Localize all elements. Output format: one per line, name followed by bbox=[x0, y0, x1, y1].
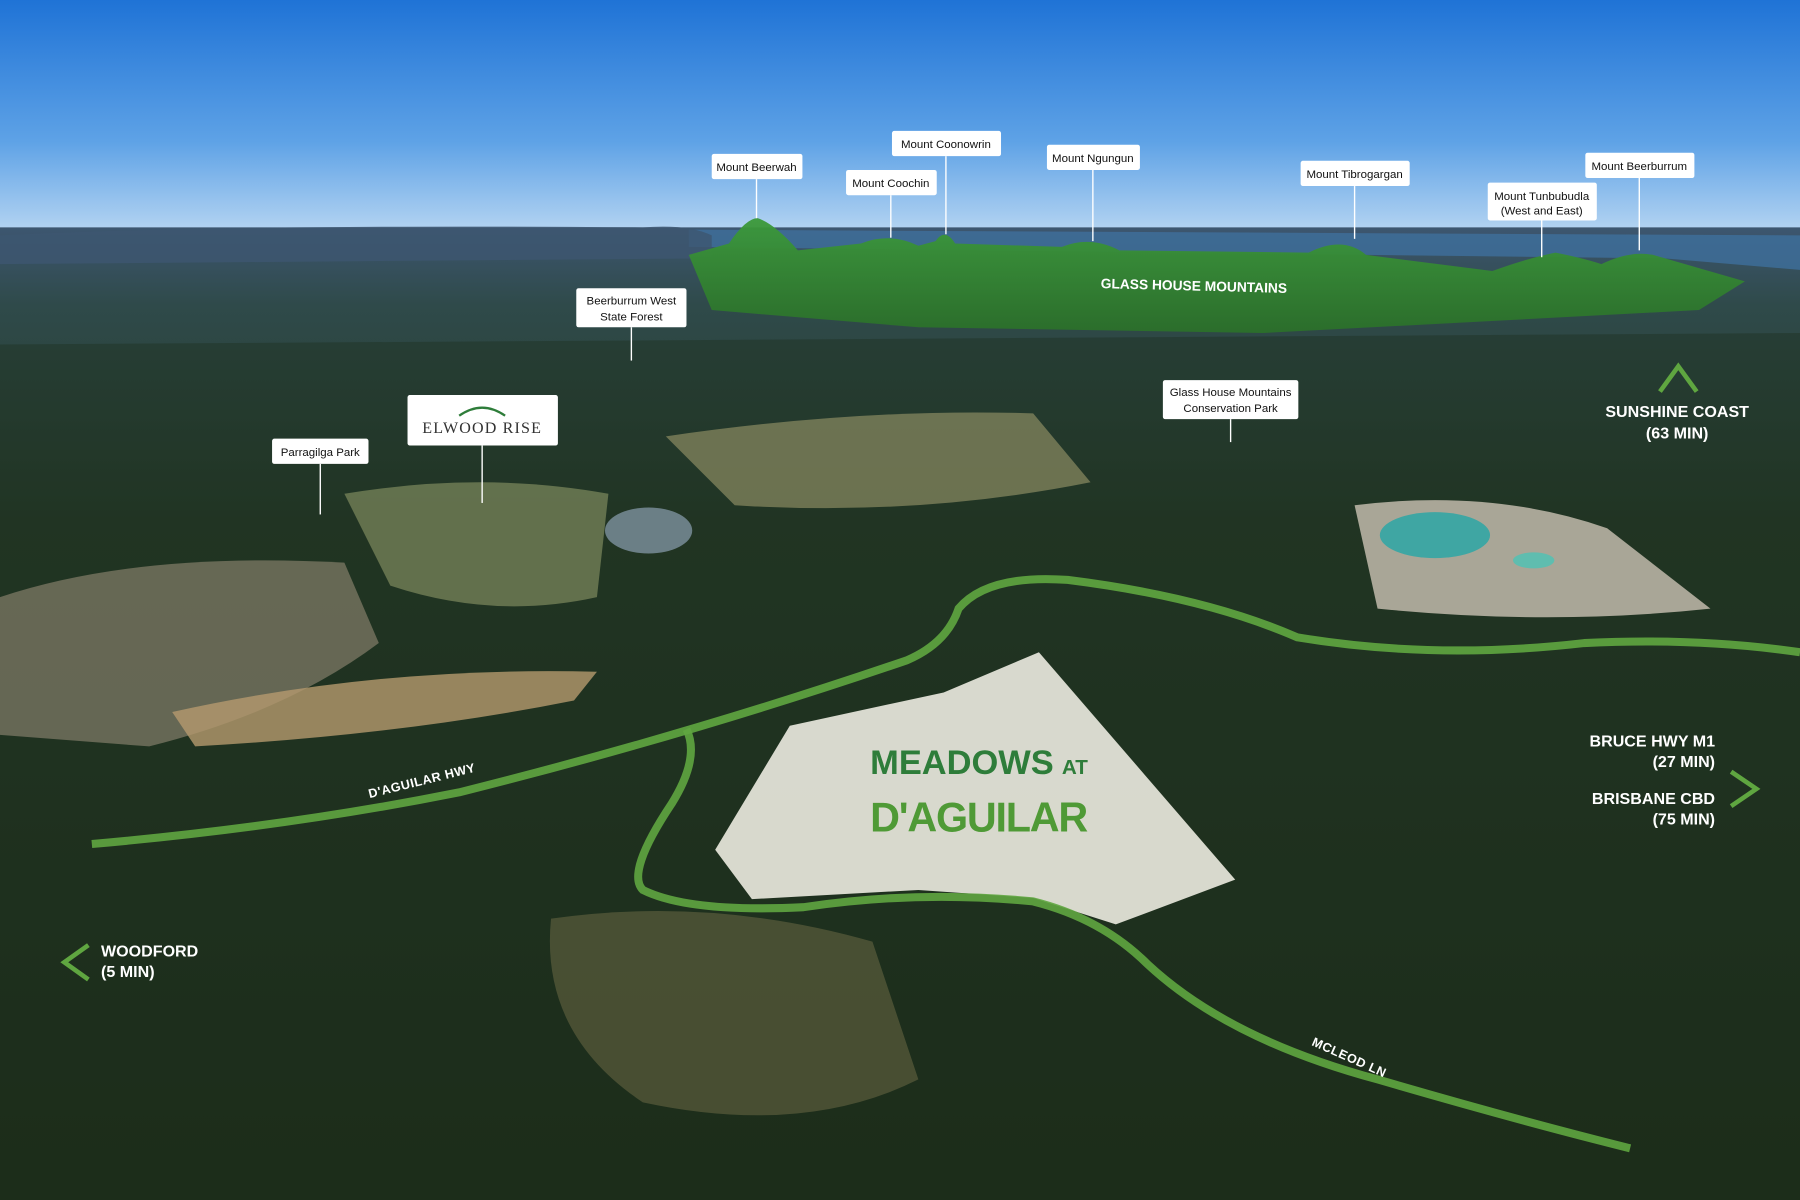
svg-text:BRISBANE CBD: BRISBANE CBD bbox=[1592, 790, 1715, 808]
place-label-parragilga-park: Parragilga Park bbox=[272, 438, 369, 515]
svg-text:BRUCE HWY M1: BRUCE HWY M1 bbox=[1590, 732, 1716, 750]
meadows-at-daguilar-logo: MEADOWS AT D'AGUILAR bbox=[870, 744, 1088, 840]
svg-text:(5 MIN): (5 MIN) bbox=[101, 963, 155, 981]
rural-clearing bbox=[549, 911, 919, 1116]
svg-text:Parragilga Park: Parragilga Park bbox=[281, 447, 360, 459]
destination-woodford: WOODFORD (5 MIN) bbox=[60, 943, 198, 982]
svg-text:Glass House Mountains: Glass House Mountains bbox=[1170, 387, 1292, 399]
logo-line1: MEADOWS bbox=[870, 744, 1054, 782]
distant-range bbox=[0, 226, 712, 265]
destination-bruce-hwy: BRUCE HWY M1 (27 MIN) bbox=[1590, 732, 1716, 771]
glass-house-mountains-label: GLASS HOUSE MOUNTAINS bbox=[1101, 276, 1288, 296]
svg-text:Conservation Park: Conservation Park bbox=[1183, 403, 1278, 415]
arrow-left-icon bbox=[60, 943, 90, 982]
glass-house-mountains-range bbox=[688, 218, 1745, 334]
svg-text:Mount Beerburrum: Mount Beerburrum bbox=[1591, 161, 1687, 173]
svg-text:Mount Tunbubudla: Mount Tunbubudla bbox=[1494, 191, 1590, 203]
svg-text:(West and East): (West and East) bbox=[1501, 206, 1583, 218]
place-label-beerburrum-west: Beerburrum West State Forest bbox=[576, 288, 687, 361]
svg-text:SUNSHINE COAST: SUNSHINE COAST bbox=[1605, 403, 1749, 421]
logo-line1b: AT bbox=[1062, 756, 1088, 779]
mountain-label-tibrogargan: Mount Tibrogargan bbox=[1300, 160, 1410, 239]
quarry-lake bbox=[1379, 512, 1491, 559]
mountain-label-coochin: Mount Coochin bbox=[846, 169, 937, 238]
svg-text:Mount Ngungun: Mount Ngungun bbox=[1052, 153, 1134, 165]
distant-ocean bbox=[688, 229, 1800, 270]
svg-text:Mount Coochin: Mount Coochin bbox=[852, 178, 929, 190]
logo-line2: D'AGUILAR bbox=[870, 794, 1088, 840]
quarry-lake-small bbox=[1513, 552, 1555, 569]
development-earthworks bbox=[172, 671, 597, 747]
mountain-label-beerburrum: Mount Beerburrum bbox=[1585, 152, 1695, 251]
daguilar-hwy-road[interactable] bbox=[91, 575, 1800, 849]
mountain-label-tunbubudla: Mount Tunbubudla (West and East) bbox=[1487, 182, 1597, 258]
site-boundary bbox=[715, 652, 1236, 925]
mountain-label-coonowrin: Mount Coonowrin bbox=[891, 130, 1002, 235]
mountain-label-beerwah: Mount Beerwah bbox=[711, 153, 803, 219]
arrow-up-icon bbox=[1658, 362, 1699, 393]
svg-text:(27 MIN): (27 MIN) bbox=[1653, 753, 1715, 771]
destination-sunshine-coast: SUNSHINE COAST (63 MIN) bbox=[1605, 362, 1749, 443]
svg-text:Beerburrum West: Beerburrum West bbox=[587, 295, 677, 307]
mountain-label-ngungun: Mount Ngungun bbox=[1046, 144, 1140, 242]
svg-text:(75 MIN): (75 MIN) bbox=[1653, 810, 1715, 828]
destination-brisbane-cbd: BRISBANE CBD (75 MIN) bbox=[1592, 769, 1761, 828]
svg-text:WOODFORD: WOODFORD bbox=[101, 943, 198, 961]
place-label-elwood-rise: ELWOOD RISE bbox=[407, 395, 558, 503]
svg-text:Mount Tibrogargan: Mount Tibrogargan bbox=[1306, 169, 1402, 181]
svg-text:Mount Coonowrin: Mount Coonowrin bbox=[901, 139, 991, 151]
mcleod-ln-road[interactable] bbox=[634, 727, 1632, 1153]
dam-water bbox=[604, 507, 693, 554]
farmland-cleared bbox=[665, 412, 1091, 509]
svg-text:State Forest: State Forest bbox=[600, 311, 663, 323]
suburb-elwood-rise bbox=[344, 482, 609, 607]
svg-text:Mount Beerwah: Mount Beerwah bbox=[716, 162, 796, 174]
svg-text:(63 MIN): (63 MIN) bbox=[1646, 425, 1708, 443]
place-label-conservation-park: Glass House Mountains Conservation Park bbox=[1162, 380, 1299, 443]
svg-text:ELWOOD RISE: ELWOOD RISE bbox=[422, 420, 542, 437]
arrow-right-icon bbox=[1729, 769, 1761, 809]
suburb-parragilga bbox=[0, 560, 379, 747]
